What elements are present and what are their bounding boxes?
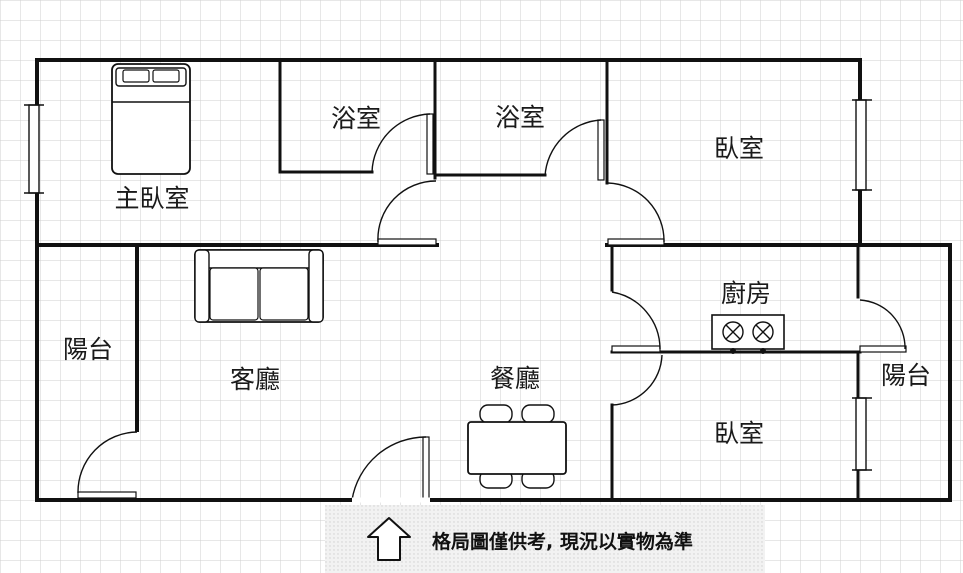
room-label-living: 客廳 [230,365,280,394]
room-label-balcony-left: 陽台 [63,335,113,364]
room-label-bedroom-bottom: 臥室 [714,419,764,448]
room-label-bedroom-top: 臥室 [714,134,764,163]
entrance-arrow-icon [367,517,411,561]
room-label-master-bedroom: 主臥室 [114,184,189,213]
room-label-balcony-right: 陽台 [881,361,931,390]
room-label-dining: 餐廳 [490,364,540,393]
windows [24,99,872,471]
stove-icon [711,314,785,354]
doors [77,113,907,503]
bed-icon [111,63,191,175]
room-label-bath-1: 浴室 [331,104,381,133]
room-label-kitchen: 廚房 [721,279,771,308]
dining-table-icon [467,404,567,489]
footer-note: 格局圖僅供考, 現況以實物為準 [432,530,693,553]
room-label-bath-2: 浴室 [495,103,545,132]
sofa-icon [194,249,324,323]
